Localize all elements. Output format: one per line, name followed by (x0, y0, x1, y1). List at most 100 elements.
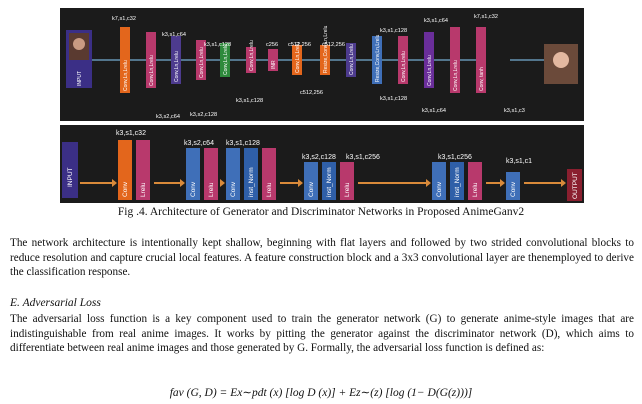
discriminator-block-label: Lrelu (472, 182, 479, 197)
discriminator-block-label: inst_Norm (248, 167, 255, 197)
discriminator-block (432, 162, 446, 200)
generator-block (268, 49, 278, 71)
discriminator-diagram: INPUT OUTPUT Conv Lrelu Conv Lrelu Conv inst_… (62, 130, 582, 201)
output-portrait-face (553, 52, 569, 68)
discriminator-annotation: k3,s1,c1 (506, 158, 532, 165)
discriminator-arrowhead (561, 179, 566, 187)
discriminator-block (186, 148, 200, 200)
discriminator-arrowhead (500, 179, 505, 187)
discriminator-annotation: k3,s1,c256 (438, 154, 472, 161)
discriminator-block (322, 162, 336, 200)
generator-block-label: Conv,Ln,Lrelu (453, 60, 459, 91)
generator-block (196, 40, 206, 80)
discriminator-block (262, 148, 276, 200)
discriminator-block (340, 162, 354, 200)
generator-annotation: k3,s1,c3 (504, 108, 525, 114)
generator-block (372, 36, 382, 84)
discriminator-block-label: Conv (510, 181, 517, 197)
discriminator-block-label: inst_Norm (326, 167, 333, 197)
discriminator-figure: INPUT OUTPUT Conv Lrelu Conv Lrelu Conv inst_… (60, 125, 584, 203)
discriminator-block (136, 140, 150, 200)
discriminator-block (450, 162, 464, 200)
paragraph-architecture: The network architecture is intentionall… (10, 237, 634, 279)
generator-annotation: k7,s1,c32 (474, 14, 498, 20)
discriminator-annotation: k3,s1,c256 (346, 154, 380, 161)
discriminator-block (226, 148, 240, 200)
generator-block-label: Conv,Ln,Lrelu (199, 47, 205, 78)
discriminator-block (506, 172, 520, 200)
generator-block (398, 36, 408, 84)
generator-annotation: k3,s1,c64 (162, 32, 186, 38)
generator-block (120, 27, 130, 93)
discriminator-block (468, 162, 482, 200)
generator-block (476, 27, 486, 93)
generator-block-label: INR (271, 60, 277, 69)
generator-block-label: Conv,Ln,Lrelu (149, 55, 155, 86)
discriminator-block-label: Lrelu (266, 182, 273, 197)
generator-block-label: Conv,Ln,Lrelu (123, 60, 129, 91)
generator-block-label: Conv,Ln,Lrelu (401, 51, 407, 82)
discriminator-output-block (567, 169, 582, 201)
discriminator-block-label: Conv (308, 181, 315, 197)
generator-annotation: k3,s1,c64 (422, 108, 446, 114)
paragraph-adversarial-loss: The adversarial loss function is a key c… (10, 313, 634, 355)
discriminator-arrowhead (426, 179, 431, 187)
discriminator-block (204, 148, 218, 200)
generator-block-label: Conv,Ln,Lrelu (427, 55, 433, 86)
generator-block (424, 32, 434, 88)
generator-block (146, 32, 156, 88)
generator-input-label: INPUT (77, 71, 83, 86)
discriminator-arrowhead (220, 179, 225, 187)
discriminator-input-label: INPUT (67, 167, 74, 187)
discriminator-annotation: k3,s1,c128 (226, 140, 260, 147)
generator-annotation: c512,256 (300, 90, 323, 96)
generator-annotation: k3,s1,c128 (204, 42, 231, 48)
generator-block (220, 43, 230, 77)
discriminator-block-label: Conv (436, 181, 443, 197)
generator-block-label: Conv, tanh (479, 67, 485, 91)
generator-annotation: c256 (266, 42, 278, 48)
generator-block-label: Resize,Conv,Ln,Lrelu (375, 34, 381, 82)
generator-block-label: Conv,Ln,Lrelu (349, 44, 355, 75)
discriminator-block (304, 162, 318, 200)
section-heading: E. Adversarial Loss (10, 297, 101, 309)
discriminator-block-label: Lrelu (208, 182, 215, 197)
generator-block (450, 27, 460, 93)
generator-annotation: k3,s2,c128 (190, 112, 217, 118)
discriminator-block-label: Conv (230, 181, 237, 197)
generator-block (320, 45, 330, 75)
generator-annotation: k3,s2,c64 (156, 114, 180, 120)
generator-block-label: Conv,Ln,Lrelu (295, 42, 301, 73)
generator-annotation: c512,256 (322, 42, 345, 48)
generator-annotation: k3,s1,c128 (236, 98, 263, 104)
discriminator-annotation: k3,s2,c64 (184, 140, 214, 147)
discriminator-block-label: Lrelu (140, 182, 147, 197)
discriminator-arrowhead (112, 179, 117, 187)
generator-annotation: c512,256 (288, 42, 311, 48)
discriminator-arrowhead (180, 179, 185, 187)
generator-block (246, 47, 256, 73)
discriminator-output-label: OUTPUT (572, 172, 579, 199)
discriminator-block-label: inst_Norm (454, 167, 461, 197)
generator-annotation: k7,s1,c32 (112, 16, 136, 22)
generator-block-label: Resize,Conv,Ln,Lrelu (323, 25, 329, 73)
adversarial-loss-equation: fav (G, D) = Ex∼pdt (x) [log D (x)] + Ez… (169, 387, 473, 399)
generator-block-label: Conv,Ln,Lrelu (223, 44, 229, 75)
discriminator-annotation: k3,s2,c128 (302, 154, 336, 161)
discriminator-arrowhead (298, 179, 303, 187)
generator-annotation: k3,s1,c128 (380, 96, 407, 102)
generator-block (292, 45, 302, 75)
generator-block (346, 43, 356, 77)
discriminator-block-label: Conv (122, 181, 129, 197)
discriminator-input-block (62, 142, 78, 198)
generator-block-label: Conv,Ln,Lrelu (174, 51, 180, 82)
discriminator-block-label: Conv (190, 181, 197, 197)
discriminator-block (244, 148, 258, 200)
input-portrait-face (73, 38, 85, 50)
generator-block-label: Conv,Ln,Lrelu (249, 40, 255, 71)
figure-caption: Fig .4. Architecture of Generator and Di… (117, 206, 525, 218)
discriminator-block-label: Lrelu (344, 182, 351, 197)
generator-annotation: k3,s1,c64 (424, 18, 448, 24)
